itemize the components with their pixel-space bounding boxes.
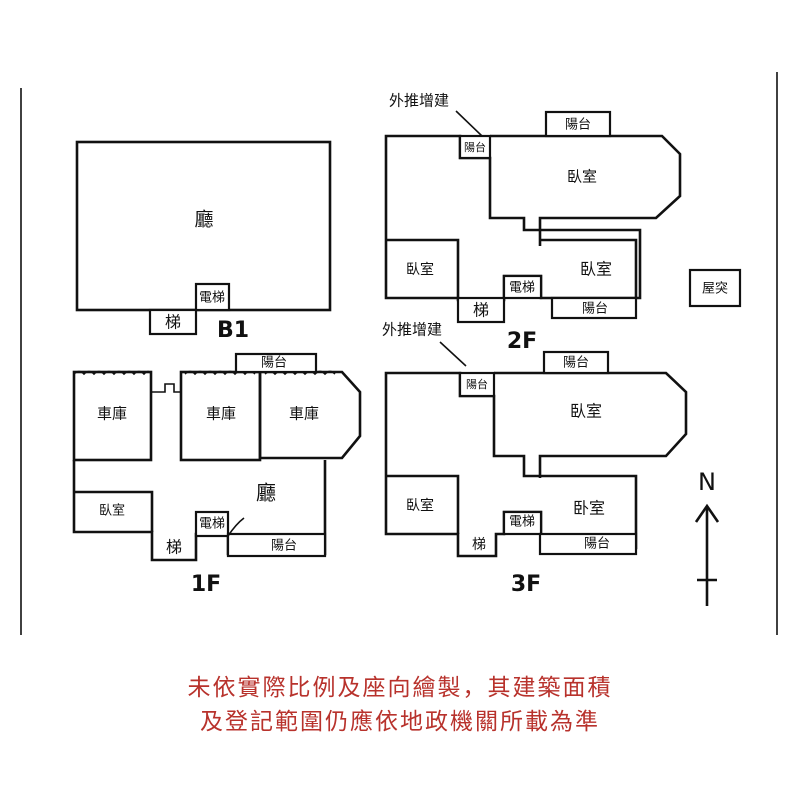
f3-left-bedroom-wall — [386, 474, 460, 534]
f3-balcony-top-label: 陽台 — [563, 356, 589, 371]
compass-north-label: N — [698, 468, 716, 496]
f3-elevator — [502, 510, 543, 536]
f3-balcony-small-label: 陽台 — [466, 377, 488, 391]
floor-plan-diagram: 廳 電梯 梯 B1 車庫 車庫 車庫 陽台 廳 臥室 電梯 梯 陽台 1F — [20, 72, 778, 635]
floor-1f: 車庫 車庫 車庫 陽台 廳 臥室 電梯 梯 陽台 1F — [72, 352, 362, 597]
f2-balcony-bottom-label: 陽台 — [582, 302, 608, 317]
f1-elevator-label: 電梯 — [199, 517, 225, 532]
f3-floor-label: 3F — [511, 572, 541, 597]
f2-main-bedroom-wall — [490, 134, 682, 246]
f1-stairs-label: 梯 — [166, 538, 182, 557]
f3-bedroom-left-label: 臥室 — [406, 497, 434, 514]
f1-garage-a-label: 車庫 — [97, 405, 127, 423]
f2-floor-label: 2F — [507, 329, 537, 354]
f2-left-bedroom-wall — [386, 238, 460, 298]
f1-door-swing — [227, 517, 245, 537]
f3-annotation-leader — [439, 341, 467, 367]
floor-3f: 外推增建 陽台 陽台 臥室 臥室 卧室 電梯 梯 陽台 3F — [382, 321, 688, 597]
f3-balcony-bottom — [538, 532, 638, 556]
f2-stairs-label: 梯 — [473, 301, 489, 320]
b1-floor-label: B1 — [217, 318, 249, 343]
f1-corridor — [151, 383, 181, 393]
f3-stairs-label: 梯 — [472, 537, 486, 553]
f2-bedroom-main-label: 臥室 — [567, 168, 597, 186]
f2-bedroom-left-label: 臥室 — [406, 261, 434, 278]
b1-elevator — [194, 282, 231, 312]
f1-garage-b-label: 車庫 — [206, 405, 236, 423]
f1-floor-label: 1F — [191, 572, 221, 597]
f3-bedroom-main-label: 臥室 — [570, 402, 602, 421]
f2-stairs — [456, 296, 506, 324]
floor-b1: 廳 電梯 梯 B1 — [75, 140, 332, 343]
roof-protrusion — [688, 268, 742, 308]
f1-garage-a-door — [73, 370, 152, 376]
compass-arrow-icon — [694, 503, 720, 523]
caption-line-1: 未依實際比例及座向繪製，其建築面積 — [187, 675, 613, 701]
roof-label: 屋突 — [702, 281, 728, 297]
b1-hall-label: 廳 — [194, 209, 213, 231]
f1-hall-label: 廳 — [256, 481, 276, 505]
b1-stairs-label: 梯 — [165, 313, 181, 332]
f2-elevator — [502, 274, 543, 300]
f2-annotation-leader — [455, 110, 483, 137]
f3-main-bedroom-wall — [494, 371, 688, 478]
f1-bedroom-label: 臥室 — [99, 503, 125, 519]
f1-balcony-bottom — [226, 532, 327, 558]
f1-balcony-bottom-label: 陽台 — [271, 539, 297, 554]
floor-2f: 外推增建 陽台 陽台 臥室 臥室 臥室 電梯 梯 陽台 2F — [384, 92, 682, 354]
caption-line-2: 及登記範圍仍應依地政機關所載為準 — [200, 709, 600, 735]
f1-elevator — [194, 510, 230, 538]
f2-bedroom-right-label: 臥室 — [580, 260, 612, 279]
b1-stairs — [148, 308, 198, 336]
f2-right-bedroom-wall — [541, 238, 638, 298]
f1-balcony-top — [234, 352, 318, 374]
f1-garage-c-label: 車庫 — [289, 405, 319, 423]
f2-balcony-top — [544, 110, 612, 138]
f2-elevator-label: 電梯 — [509, 281, 535, 296]
f1-garage-b-door — [184, 370, 256, 376]
f1-balcony-top-label: 陽台 — [261, 356, 287, 371]
compass: N — [694, 468, 720, 606]
f3-balcony-small — [458, 371, 496, 398]
f2-balcony-small-label: 陽台 — [464, 140, 486, 154]
f3-balcony-top — [542, 350, 610, 375]
f2-balcony-top-label: 陽台 — [565, 118, 591, 133]
f2-balcony-bottom — [550, 296, 638, 320]
f3-annotation: 外推增建 — [382, 321, 442, 339]
f3-bedroom-right-label: 卧室 — [573, 499, 605, 518]
f3-elevator-label: 電梯 — [509, 515, 535, 530]
b1-elevator-label: 電梯 — [199, 291, 225, 306]
f1-garage-c — [258, 370, 362, 460]
f2-balcony-small — [458, 134, 492, 160]
f2-annotation: 外推增建 — [389, 92, 449, 110]
f1-bedroom-walls — [74, 490, 154, 532]
f3-balcony-bottom-label: 陽台 — [584, 537, 610, 552]
